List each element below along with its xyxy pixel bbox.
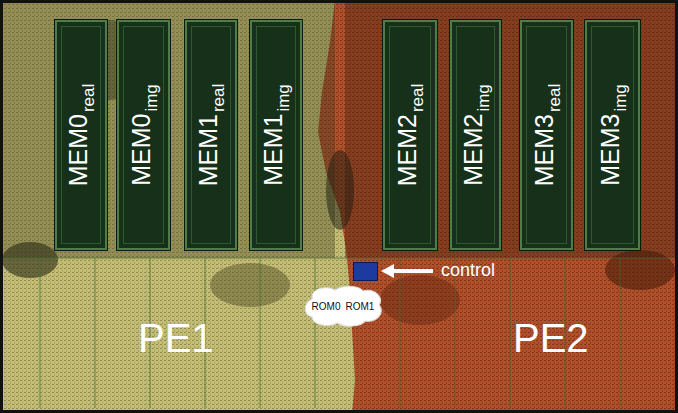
- memory-label: MEM2 real: [393, 84, 428, 187]
- memory-zone-shade: [0, 0, 335, 258]
- dark-patch: [326, 150, 354, 230]
- region-label: PE2: [513, 316, 589, 361]
- memory-block: MEM0 real: [55, 20, 107, 250]
- memory-label: MEM0 img: [126, 84, 161, 186]
- memory-block: MEM0 img: [117, 20, 170, 250]
- memory-part: img: [274, 84, 293, 111]
- memory-label: MEM3 img: [595, 84, 630, 186]
- memory-part: img: [141, 84, 160, 111]
- memory-name: MEM0: [126, 114, 154, 186]
- memory-name: MEM3: [529, 114, 557, 186]
- leader-arrow: [392, 269, 433, 273]
- memory-part: real: [209, 84, 228, 112]
- processing-element-region: PE2 MEM2 realMEM2 imgMEM3 realMEM3 img: [340, 0, 678, 413]
- memory-part: real: [408, 84, 427, 112]
- control-block: control: [353, 262, 378, 281]
- memory-part: real: [79, 84, 98, 112]
- memory-block: MEM1 real: [185, 20, 237, 250]
- dark-patch: [380, 275, 460, 325]
- memory-block: MEM1 img: [250, 20, 302, 250]
- memory-label: MEM1 img: [259, 84, 294, 186]
- rom-label: ROM0: [312, 301, 341, 312]
- power-grid-lines: [5, 258, 673, 408]
- processing-element-region: PE1 MEM0 realMEM0 imgMEM1 realMEM1 img: [0, 0, 340, 413]
- memory-name: MEM2: [458, 114, 486, 186]
- memory-zone-shade: [345, 0, 678, 258]
- memory-name: MEM1: [194, 114, 222, 186]
- memory-label: MEM3 real: [529, 84, 564, 187]
- memory-name: MEM3: [595, 114, 623, 186]
- dark-patch: [605, 250, 675, 290]
- leader-arrowhead: [381, 264, 394, 278]
- memory-part: img: [610, 84, 629, 111]
- memory-label: MEM0 real: [64, 84, 99, 187]
- memory-name: MEM0: [64, 114, 92, 186]
- memory-name: MEM2: [393, 114, 421, 186]
- memory-part: real: [544, 84, 563, 112]
- memory-block: MEM2 real: [383, 20, 437, 250]
- memory-block: MEM3 img: [585, 20, 640, 250]
- memory-label: MEM1 real: [194, 84, 229, 187]
- dark-patch: [2, 242, 58, 278]
- control-label: control: [441, 260, 495, 281]
- memory-name: MEM1: [259, 114, 287, 186]
- memory-block: MEM3 real: [520, 20, 573, 250]
- cloud-shape: [305, 286, 381, 326]
- memory-block: MEM2 img: [450, 20, 501, 250]
- dark-patch: [210, 263, 290, 307]
- rom-label: ROM1: [346, 301, 375, 312]
- region-label: PE1: [138, 316, 214, 361]
- pe2-area: [318, 0, 678, 413]
- memory-label: MEM2 img: [458, 84, 493, 186]
- rom-cloud: ROM0 ROM1: [303, 285, 384, 327]
- memory-part: img: [473, 84, 492, 111]
